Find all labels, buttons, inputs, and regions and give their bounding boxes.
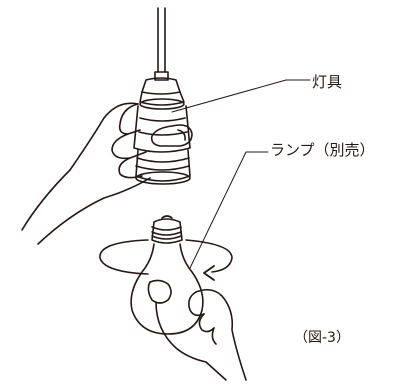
- leader-line-fixture: [172, 80, 310, 112]
- pendant-cord: [155, 8, 168, 80]
- rotation-arrow: [100, 240, 232, 280]
- figure-number-label: （図-3）: [294, 330, 350, 346]
- lower-hand: [148, 280, 246, 380]
- leader-line-bulb: [190, 152, 268, 268]
- lamp-socket: [134, 78, 190, 184]
- upper-hand: [22, 103, 192, 244]
- light-bulb: [131, 216, 203, 334]
- bulb-label: ランプ（別売）: [270, 141, 375, 159]
- fixture-label: 灯具: [312, 73, 343, 91]
